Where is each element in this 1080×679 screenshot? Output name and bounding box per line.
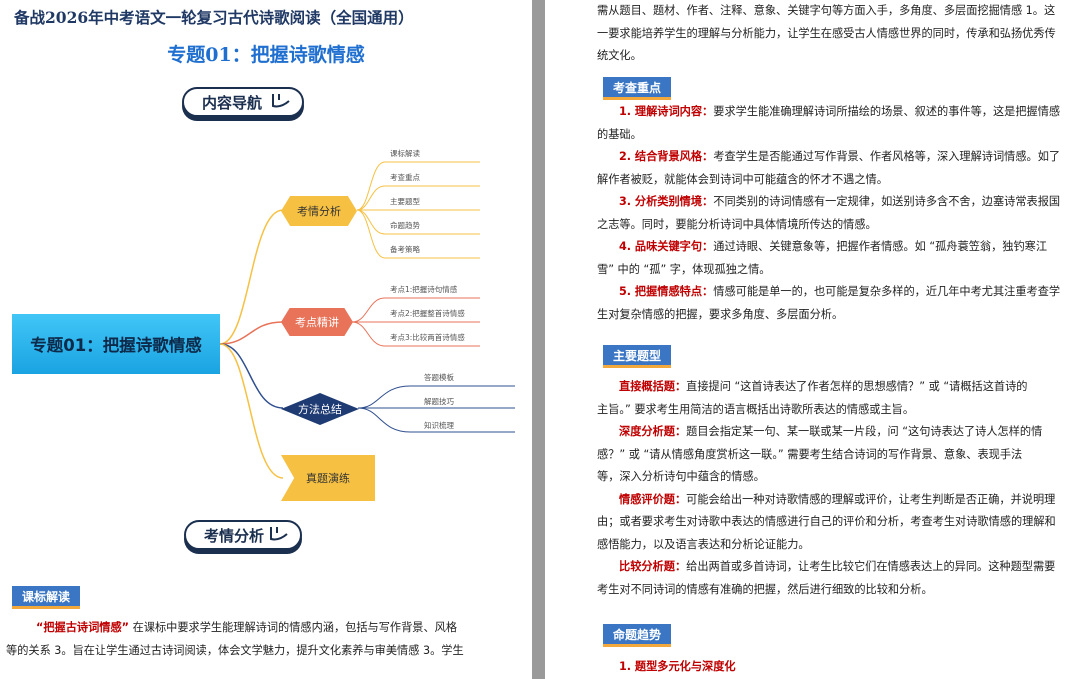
mindmap-branch-methods: 方法总结 — [298, 403, 342, 416]
right-page: 需从题目、题材、作者、注释、意象、关键字句等方面入手，多角度、多层面挖掘情感 1… — [545, 0, 1080, 679]
item-text: 主旨。” 要求考生用简洁的语言概括出诗歌所表达的情感或主旨。 — [597, 402, 915, 416]
mindmap-leaf: 考点1:把握诗句情感 — [390, 285, 458, 294]
item-text: 的基础。 — [597, 127, 642, 141]
mindmap-leaf: 考点2:把握整首诗情感 — [390, 309, 465, 318]
item-head: 比较分析题： — [619, 560, 687, 573]
para-line: 统文化。 — [597, 49, 642, 62]
item-text: 雪” 中的 “孤” 字，体现孤独之情。 — [597, 262, 771, 276]
item-head: 1. 题型多元化与深度化 — [619, 660, 736, 673]
topic-title: 专题01：把握诗歌情感 — [167, 44, 365, 66]
mindmap-branch-analysis: 考情分析 — [281, 196, 357, 226]
item-head: 情感评价题： — [619, 492, 687, 506]
item-text: 考查学生是否能通过写作背景、作者风格等，深入理解诗词情感。如了 — [713, 150, 1061, 163]
types-list: 直接概括题：直接提问 “这首诗表达了作者怎样的思想感情？” 或 “请概括这首诗的… — [597, 376, 1071, 601]
section-tag-trend: 命题趋势 — [603, 624, 672, 647]
sound-wave-icon — [270, 527, 288, 541]
list-item: 2. 结合背景风格：考查学生是否能通过写作背景、作者风格等，深入理解诗词情感。如… — [597, 146, 1071, 169]
item-head: 4. 品味关键字句： — [619, 240, 714, 253]
item-head: 3. 分析类别情境： — [619, 195, 714, 208]
document-title: 备战2026年中考语文一轮复习古代诗歌阅读（全国通用） — [14, 8, 414, 27]
mindmap-leaf: 考查重点 — [390, 173, 420, 182]
list-item: 1. 理解诗词内容：要求学生能准确理解诗词所描绘的场景、叙述的事件等，这是把握情… — [597, 101, 1071, 124]
list-item: 比较分析题：给出两首或多首诗词，让考生比较它们在情感表达上的异同。这种题型需要 — [597, 556, 1071, 579]
mindmap-branch-practice: 真题演练 — [281, 455, 375, 501]
mindmap-leaf: 知识梳理 — [424, 421, 454, 430]
list-item: 4. 品味关键字句：通过诗眼、关键意象等，把握作者情感。如 “孤舟蓑笠翁，独钓寒… — [597, 236, 1071, 259]
list-item: 深度分析题：题目会指定某一句、某一联或某一片段，问 “这句诗表达了诗人怎样的情 — [597, 421, 1071, 444]
trend-first-item: 1. 题型多元化与深度化 — [619, 656, 1019, 679]
mindmap-connectors — [219, 161, 515, 479]
item-text: 等，深入分析诗句中蕴含的情感。 — [597, 470, 765, 483]
list-item: 情感评价题：可能会给出一种对诗歌情感的理解或评价，让考生判断是否正确，并说明理 — [597, 489, 1071, 512]
section-tag-focus: 考查重点 — [603, 77, 672, 100]
left-page: 备战2026年中考语文一轮复习古代诗歌阅读（全国通用） 专题01：把握诗歌情感 … — [0, 0, 532, 679]
item-head: 直接概括题： — [619, 380, 687, 393]
section-tag-curriculum: 课标解读 — [12, 586, 81, 609]
mindmap-leaf: 解题技巧 — [424, 397, 454, 406]
mindmap-leaf: 考点3:比较两首诗情感 — [390, 333, 465, 342]
mindmap-branch-keypoints: 考点精讲 — [281, 308, 353, 336]
sound-wave-icon — [272, 94, 290, 108]
item-text: 直接提问 “这首诗表达了作者怎样的思想感情？” 或 “请概括这首诗的 — [686, 380, 1028, 393]
item-text: 感？” 或 “请从情感角度赏析这一联。” 需要考生结合诗词的写作背景、意象、表现… — [597, 447, 1023, 461]
list-item: 直接概括题：直接提问 “这首诗表达了作者怎样的思想感情？” 或 “请概括这首诗的 — [597, 376, 1071, 399]
mindmap-root: 专题01：把握诗歌情感 — [12, 314, 220, 374]
para-line: “把握古诗词情感” 在课标中要求学生能理解诗词的情感内涵，包括与写作背景、风格 — [6, 617, 480, 640]
highlight-quote: “把握古诗词情感” — [36, 621, 130, 634]
item-text: 可能会给出一种对诗歌情感的理解或评价，让考生判断是否正确，并说明理 — [686, 492, 1056, 506]
item-head: 5. 把握情感特点： — [619, 285, 714, 298]
item-text: 要求学生能准确理解诗词所描绘的场景、叙述的事件等，这是把握情感 — [713, 105, 1061, 118]
item-text: 之志等。同时，要能分析诗词中具体情境所传达的情感。 — [597, 217, 877, 231]
mindmap-leaf: 备考策略 — [390, 245, 420, 254]
para-line: 需从题目、题材、作者、注释、意象、关键字句等方面入手，多角度、多层面挖掘情感 1… — [597, 4, 1056, 17]
item-text: 解作者被贬，就能体会到诗词中可能蕴含的怀才不遇之情。 — [597, 172, 888, 186]
item-head: 1. 理解诗词内容： — [619, 105, 714, 118]
intro-paragraph: 需从题目、题材、作者、注释、意象、关键字句等方面入手，多角度、多层面挖掘情感 1… — [597, 0, 1069, 68]
item-text: 不同类别的诗词情感有一定规律，如送别诗多含不舍，边塞诗常表报国 — [713, 195, 1061, 208]
item-text: 给出两首或多首诗词，让考生比较它们在情感表达上的异同。这种题型需要 — [686, 560, 1056, 573]
para-text: 在课标中要求学生能理解诗词的情感内涵，包括与写作背景、风格 — [129, 621, 458, 634]
item-text: 通过诗眼、关键意象等，把握作者情感。如 “孤舟蓑笠翁，独钓寒江 — [713, 240, 1048, 253]
item-text: 情感可能是单一的，也可能是复杂多样的，近几年中考尤其注重考查学 — [713, 285, 1061, 298]
mindmap-leaf: 答题模板 — [424, 373, 454, 382]
mindmap-leaf: 课标解读 — [390, 149, 420, 158]
item-text: 生对复杂情感的把握，要求多角度、多层面分析。 — [597, 307, 844, 321]
mindmap-leaf: 命题趋势 — [390, 221, 420, 230]
para-line: 等的关系 3。旨在让学生通过古诗词阅读，体会文学魅力，提升文化素养与审美情感 3… — [6, 643, 464, 657]
analysis-pill: 考情分析 — [184, 520, 302, 550]
item-text: 由；或者要求考生对诗歌中表达的情感进行自己的评价和分析，考查考生对诗歌情感的理解… — [597, 515, 1056, 528]
curriculum-paragraph: “把握古诗词情感” 在课标中要求学生能理解诗词的情感内涵，包括与写作背景、风格 … — [6, 617, 480, 662]
analysis-pill-label: 考情分析 — [204, 526, 265, 545]
section-tag-types: 主要题型 — [603, 345, 672, 368]
focus-list: 1. 理解诗词内容：要求学生能准确理解诗词所描绘的场景、叙述的事件等，这是把握情… — [597, 101, 1071, 326]
item-head: 深度分析题： — [619, 425, 687, 438]
list-item: 5. 把握情感特点：情感可能是单一的，也可能是复杂多样的，近几年中考尤其注重考查… — [597, 281, 1071, 304]
page-gap — [532, 0, 545, 679]
list-item: 3. 分析类别情境：不同类别的诗词情感有一定规律，如送别诗多含不舍，边塞诗常表报… — [597, 191, 1071, 214]
para-line: 一要求能培养学生的理解与分析能力，让学生在感受古人情感世界的同时，传承和弘扬优秀… — [597, 26, 1056, 40]
content-nav-pill: 内容导航 — [182, 87, 304, 117]
item-text: 题目会指定某一句、某一联或某一片段，问 “这句诗表达了诗人怎样的情 — [686, 425, 1043, 438]
mindmap-leaf: 主要题型 — [390, 197, 420, 206]
item-text: 考生对不同诗词的情感有准确的把握，然后进行细致的比较和分析。 — [597, 582, 933, 596]
item-head: 2. 结合背景风格： — [619, 150, 714, 163]
item-text: 感悟能力，以及语言表达和分析论证能力。 — [597, 537, 810, 551]
content-nav-label: 内容导航 — [202, 93, 263, 112]
